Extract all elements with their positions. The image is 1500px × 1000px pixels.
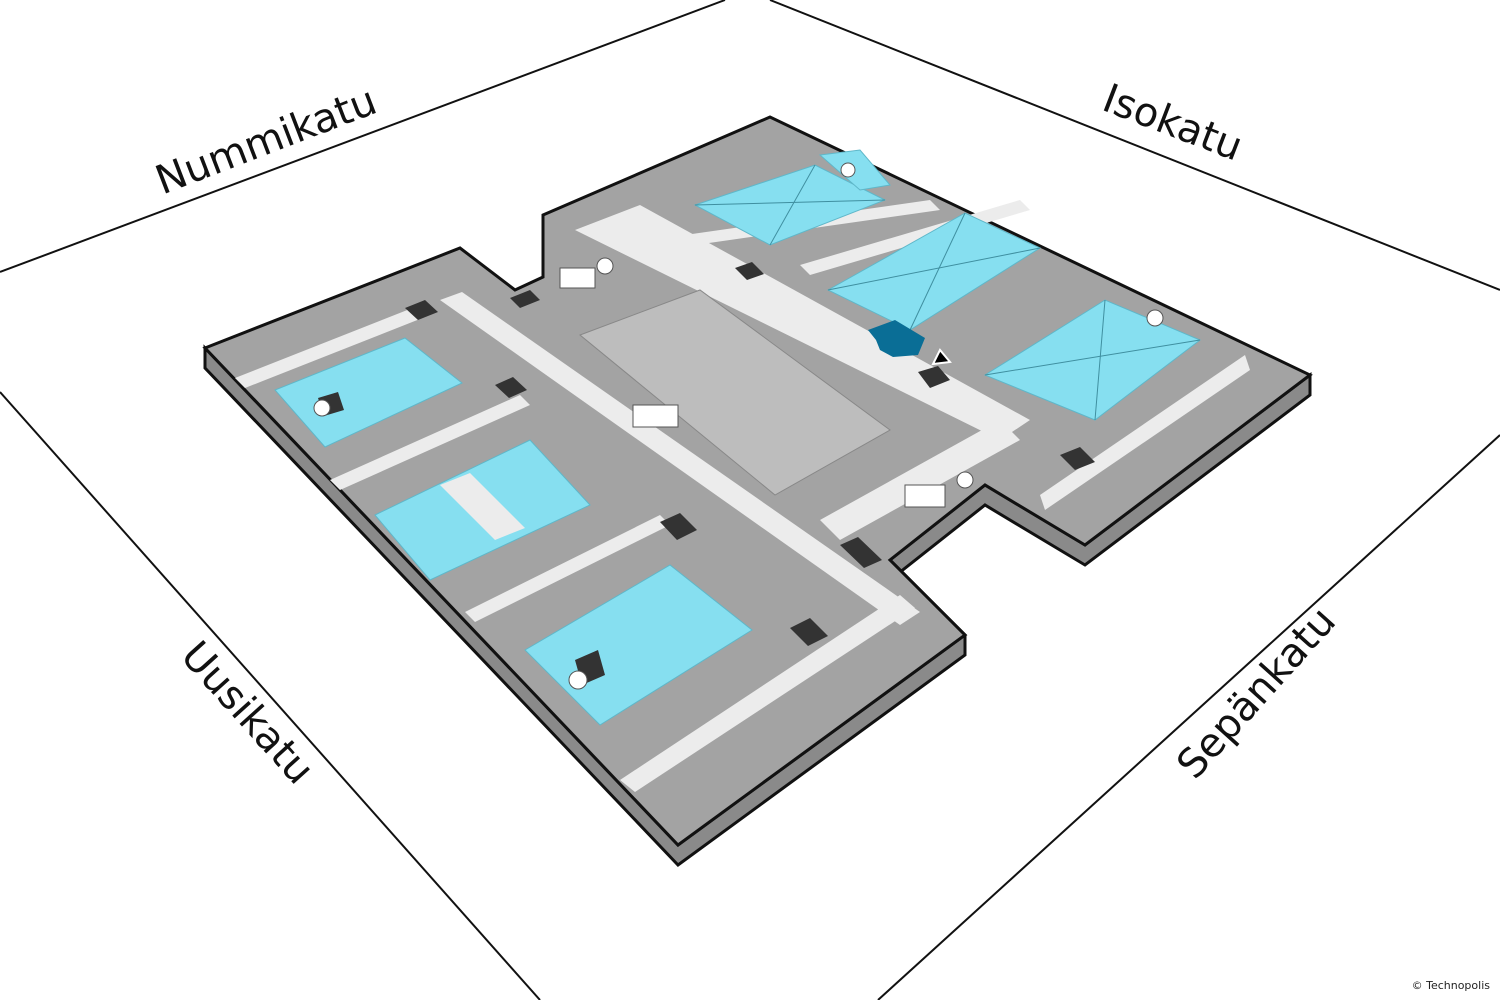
service-blocks [318,262,1095,685]
corridor-west [440,292,920,625]
atrium [579,289,891,496]
room-divider [440,473,525,540]
corridor-edge-5 [1040,355,1250,510]
room[interactable] [274,337,463,448]
elevator-icons [313,162,1164,690]
room-glass-lines [694,164,1201,421]
corridor-edge-3 [465,515,670,622]
corridor-edge-2 [330,395,530,490]
corridor-south [820,420,1020,540]
corridor-east [575,205,1030,440]
highlighted-room[interactable] [868,320,925,357]
corridor-edge-4 [620,595,915,792]
copyright-notice: © Technopolis [1411,979,1490,992]
you-are-here-arrow-icon [931,348,952,366]
corridor-edge-1 [235,305,430,388]
